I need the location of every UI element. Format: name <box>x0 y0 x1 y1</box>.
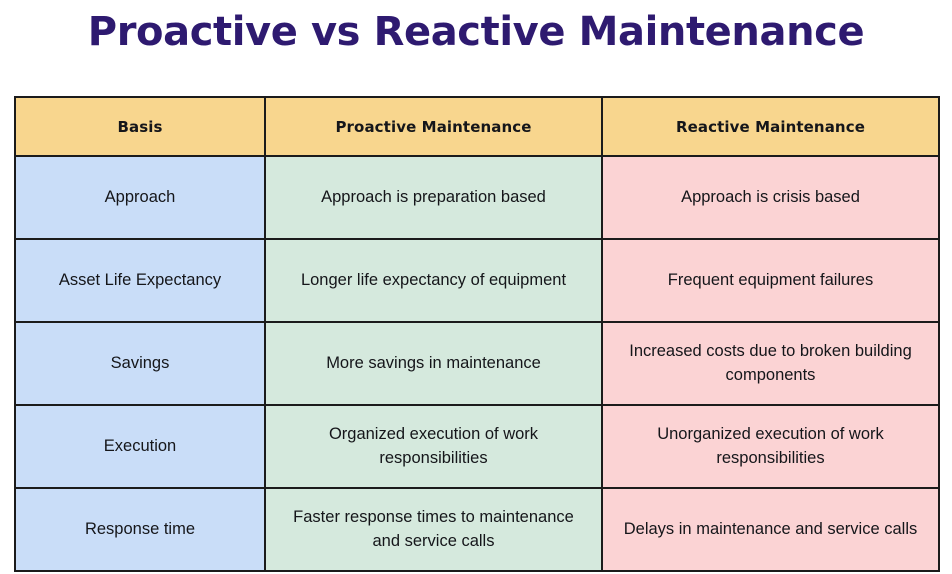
column-header-proactive-maintenance: Proactive Maintenance <box>264 96 603 157</box>
table-row: Approach Approach is preparation based A… <box>14 155 940 240</box>
cell-reactive: Delays in maintenance and service calls <box>601 487 940 572</box>
comparison-table-container: Basis Proactive Maintenance Reactive Mai… <box>14 96 940 572</box>
cell-reactive: Increased costs due to broken building c… <box>601 321 940 406</box>
page-title: Proactive vs Reactive Maintenance <box>87 9 865 55</box>
cell-basis: Response time <box>14 487 266 572</box>
cell-basis: Execution <box>14 404 266 489</box>
table-header: Basis Proactive Maintenance Reactive Mai… <box>14 96 940 157</box>
comparison-table: Basis Proactive Maintenance Reactive Mai… <box>14 96 940 572</box>
cell-proactive: Longer life expectancy of equipment <box>264 238 603 323</box>
cell-proactive: Organized execution of work responsibili… <box>264 404 603 489</box>
cell-reactive: Frequent equipment failures <box>601 238 940 323</box>
table-row: Execution Organized execution of work re… <box>14 404 940 489</box>
cell-reactive: Approach is crisis based <box>601 155 940 240</box>
header-row: Basis Proactive Maintenance Reactive Mai… <box>14 96 940 157</box>
cell-basis: Savings <box>14 321 266 406</box>
table-row: Response time Faster response times to m… <box>14 487 940 572</box>
table-row: Asset Life Expectancy Longer life expect… <box>14 238 940 323</box>
table-body: Approach Approach is preparation based A… <box>14 155 940 572</box>
column-header-reactive-maintenance: Reactive Maintenance <box>601 96 940 157</box>
cell-basis: Asset Life Expectancy <box>14 238 266 323</box>
cell-proactive: Faster response times to maintenance and… <box>264 487 603 572</box>
column-header-basis: Basis <box>14 96 266 157</box>
table-row: Savings More savings in maintenance Incr… <box>14 321 940 406</box>
cell-basis: Approach <box>14 155 266 240</box>
cell-proactive: Approach is preparation based <box>264 155 603 240</box>
cell-reactive: Unorganized execution of work responsibi… <box>601 404 940 489</box>
cell-proactive: More savings in maintenance <box>264 321 603 406</box>
